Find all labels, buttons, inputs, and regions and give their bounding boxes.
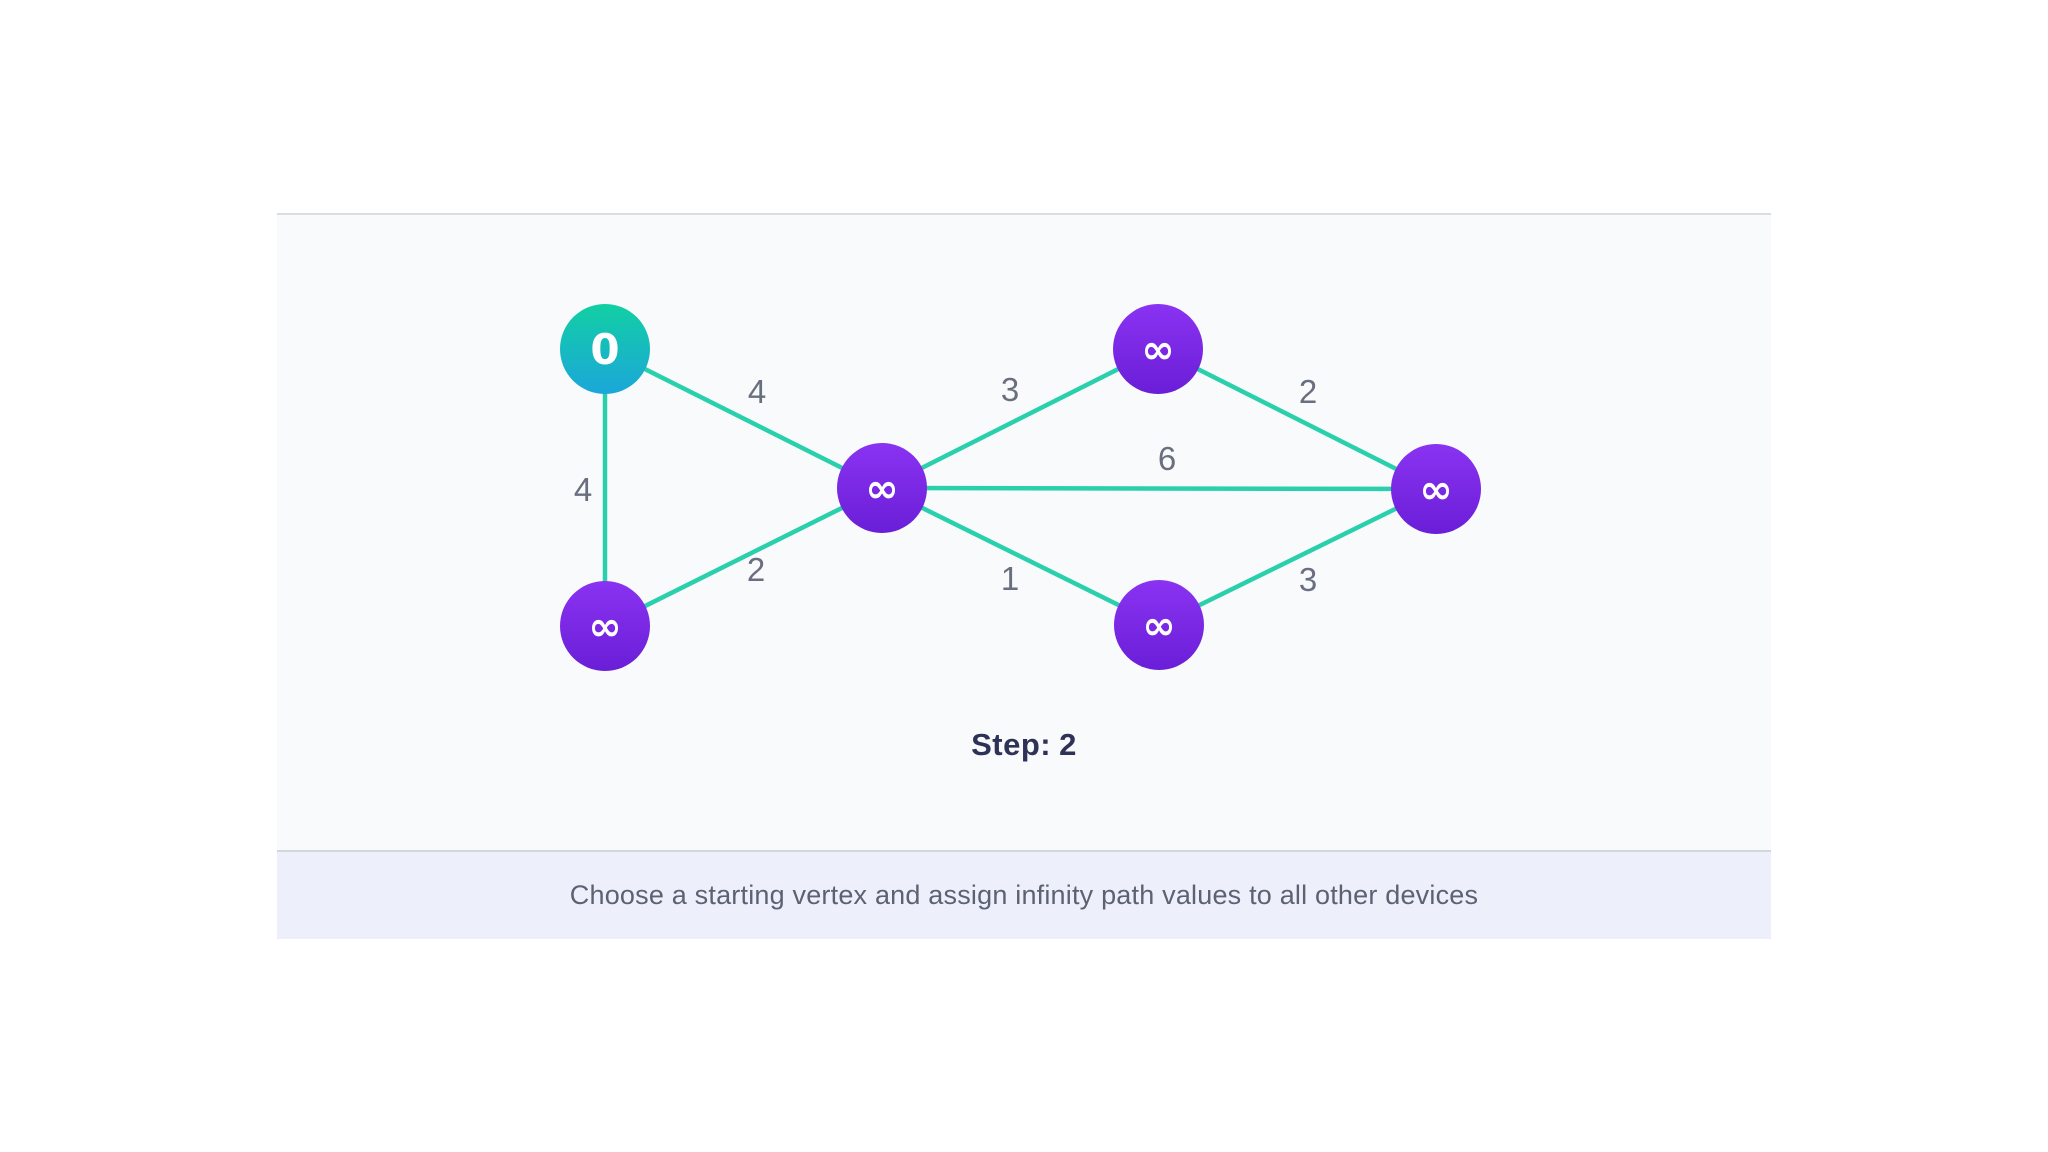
edge-weight-E-F: 3 <box>1299 561 1317 598</box>
graph-edge-C-D <box>879 346 1161 491</box>
graph-node-A[interactable]: 0 <box>560 304 650 394</box>
node-circle[interactable] <box>1113 304 1203 394</box>
instruction-text: Choose a starting vertex and assign infi… <box>569 880 1479 910</box>
step-indicator: Step:2 <box>277 727 1771 763</box>
edge-weight-C-F: 6 <box>1158 440 1176 477</box>
graph-edge-B-C <box>602 485 885 629</box>
graph-edge-D-F <box>1155 346 1439 492</box>
edge-weight-C-E: 1 <box>1001 560 1019 597</box>
graph-node-E[interactable]: ∞ <box>1114 580 1204 670</box>
node-circle[interactable] <box>1391 444 1481 534</box>
node-label: ∞ <box>588 604 621 650</box>
instruction-bar: Choose a starting vertex and assign infi… <box>277 850 1771 939</box>
graph-edge-C-F <box>879 485 1439 492</box>
edge-weight-A-C: 4 <box>748 373 766 410</box>
graph-edge-E-F <box>1156 486 1439 628</box>
node-circle[interactable] <box>560 581 650 671</box>
edge-weight-D-F: 2 <box>1299 373 1317 410</box>
edge-weight-B-C: 2 <box>747 551 765 588</box>
graph-node-B[interactable]: ∞ <box>560 581 650 671</box>
edges-layer <box>602 346 1439 629</box>
node-label: 0 <box>590 325 619 374</box>
edge-weight-C-D: 3 <box>1001 371 1019 408</box>
graph-edge-A-C <box>602 346 885 491</box>
edge-weight-A-B: 4 <box>574 471 592 508</box>
nodes-layer: 0 ∞ ∞ ∞ ∞ ∞ <box>560 304 1481 671</box>
step-value: 2 <box>1059 727 1077 762</box>
node-label: ∞ <box>1142 603 1175 649</box>
step-label: Step: <box>971 727 1052 762</box>
node-label: ∞ <box>865 466 898 512</box>
node-circle[interactable] <box>1114 580 1204 670</box>
node-label: ∞ <box>1141 327 1174 373</box>
edge-labels-layer: 4 4 2 3 2 6 1 3 <box>574 371 1317 598</box>
graph-node-D[interactable]: ∞ <box>1113 304 1203 394</box>
graph-canvas: 4 4 2 3 2 6 1 3 0 ∞ ∞ ∞ ∞ ∞ <box>560 304 1481 671</box>
graph-node-C[interactable]: ∞ <box>837 443 927 533</box>
node-circle[interactable] <box>560 304 650 394</box>
graph-edge-C-E <box>879 485 1162 628</box>
node-circle[interactable] <box>837 443 927 533</box>
graph-node-F[interactable]: ∞ <box>1391 444 1481 534</box>
node-label: ∞ <box>1419 467 1452 513</box>
